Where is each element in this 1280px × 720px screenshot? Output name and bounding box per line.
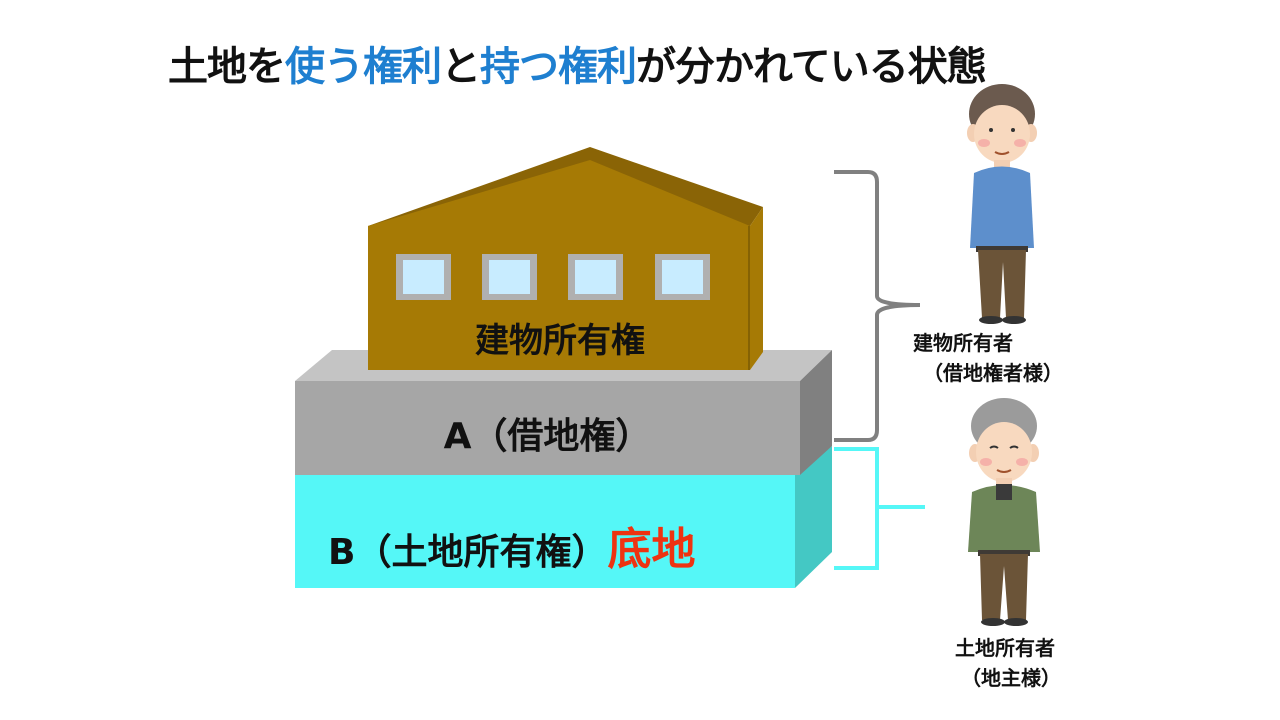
land-owner-label: 土地所有者 （地主様） — [955, 633, 1061, 693]
page-title: 土地を使う権利と持つ権利が分かれている状態 — [168, 34, 987, 90]
bracket-land-owner — [834, 447, 925, 570]
window-4 — [655, 254, 710, 300]
sokochi-emphasis: 底地 — [607, 524, 696, 575]
building-windows — [396, 254, 710, 300]
window-1 — [396, 254, 451, 300]
title-highlight-own-right: 持つ権利 — [480, 44, 637, 90]
leasehold-label: A（借地権） — [443, 416, 652, 457]
land-ownership-label: B（土地所有権）底地 — [328, 513, 695, 577]
layer-b-block — [295, 446, 832, 588]
title-part3: が分かれている状態 — [636, 44, 987, 90]
window-3 — [568, 254, 623, 300]
land-owner-line2: （地主様） — [961, 666, 1061, 690]
land-ownership-text: B（土地所有権） — [328, 532, 608, 573]
title-part1: 土地を — [168, 44, 286, 90]
building-owner-line1: 建物所有者 — [913, 331, 1013, 355]
bracket-building-owner — [834, 170, 921, 442]
title-highlight-use-right: 使う権利 — [285, 44, 442, 90]
window-2 — [482, 254, 537, 300]
building-owner-line2: （借地権者様） — [923, 361, 1063, 385]
land-owner-person-icon — [968, 398, 1040, 626]
building-owner-person-icon — [967, 84, 1037, 324]
title-part2: と — [441, 44, 481, 90]
land-owner-line1: 土地所有者 — [955, 636, 1055, 660]
building-owner-label: 建物所有者 （借地権者様） — [913, 328, 1063, 388]
building — [368, 147, 763, 370]
building-ownership-label: 建物所有権 — [475, 321, 645, 361]
